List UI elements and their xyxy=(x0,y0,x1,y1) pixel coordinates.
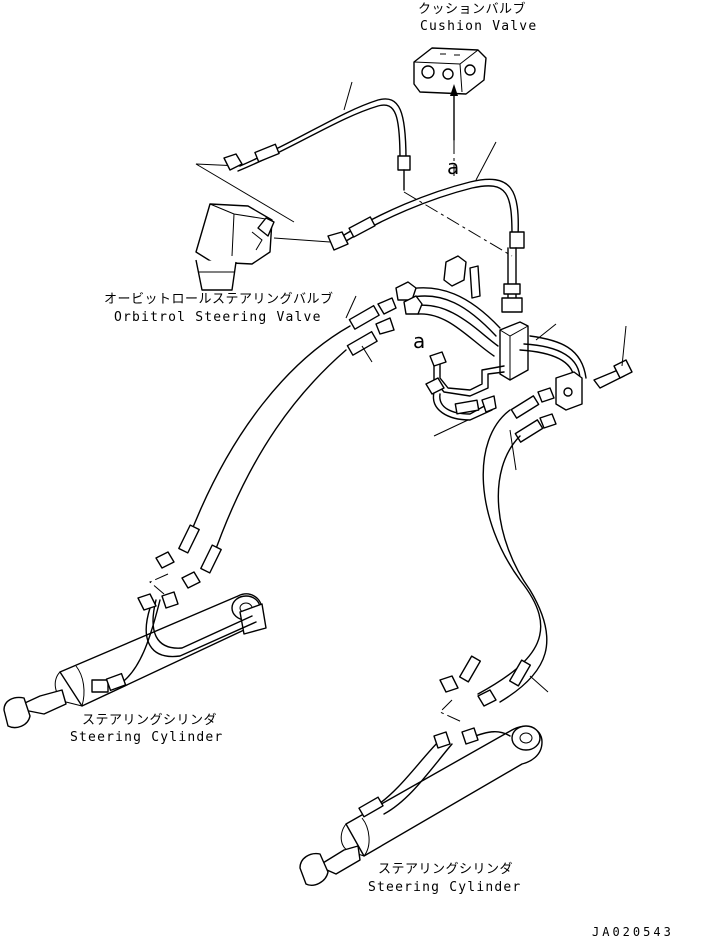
cushion-valve-label: クッションバルブ Cushion Valve xyxy=(418,1,537,34)
orbitrol-valve-label-en: Orbitrol Steering Valve xyxy=(114,310,322,325)
right-hoses xyxy=(439,387,557,707)
left-cylinder-label: ステアリングシリンダ Steering Cylinder xyxy=(70,713,223,745)
bolt xyxy=(593,325,633,389)
lower-manifold-tubes xyxy=(425,351,505,437)
right-cylinder-label-en: Steering Cylinder xyxy=(368,880,521,895)
center-line-right xyxy=(439,699,463,723)
left-steering-cylinder xyxy=(3,591,267,729)
cushion-valve-label-en: Cushion Valve xyxy=(420,19,537,34)
view-reference-mid: a xyxy=(413,329,425,353)
right-cylinder-label: ステアリングシリンダ Steering Cylinder xyxy=(368,862,521,895)
hydraulic-block xyxy=(443,255,529,381)
orbitrol-steering-valve xyxy=(195,203,275,291)
cushion-valve-arrow xyxy=(450,84,458,141)
right-bracket xyxy=(555,371,583,411)
view-reference-top: a xyxy=(447,155,459,179)
left-hoses xyxy=(155,295,397,589)
cushion-valve-label-jp: クッションバルブ xyxy=(418,1,526,17)
center-line-left xyxy=(149,573,169,595)
tube-cluster xyxy=(395,281,587,381)
left-cylinder-label-jp: ステアリングシリンダ xyxy=(82,713,217,728)
left-cylinder-label-en: Steering Cylinder xyxy=(70,730,223,745)
orbitrol-valve-label-jp: オービットロールステアリングバルブ xyxy=(104,291,334,307)
right-cylinder-label-jp: ステアリングシリンダ xyxy=(378,862,513,877)
drawing-number: JA020543 xyxy=(592,925,674,939)
upper-hose-left xyxy=(223,81,411,191)
orbitrol-valve-label: オービットロールステアリングバルブ Orbitrol Steering Valv… xyxy=(104,291,334,325)
right-steering-cylinder xyxy=(299,725,543,886)
cushion-valve xyxy=(413,47,487,95)
orbitrol-leader xyxy=(195,163,295,223)
center-line-upper xyxy=(403,191,513,257)
